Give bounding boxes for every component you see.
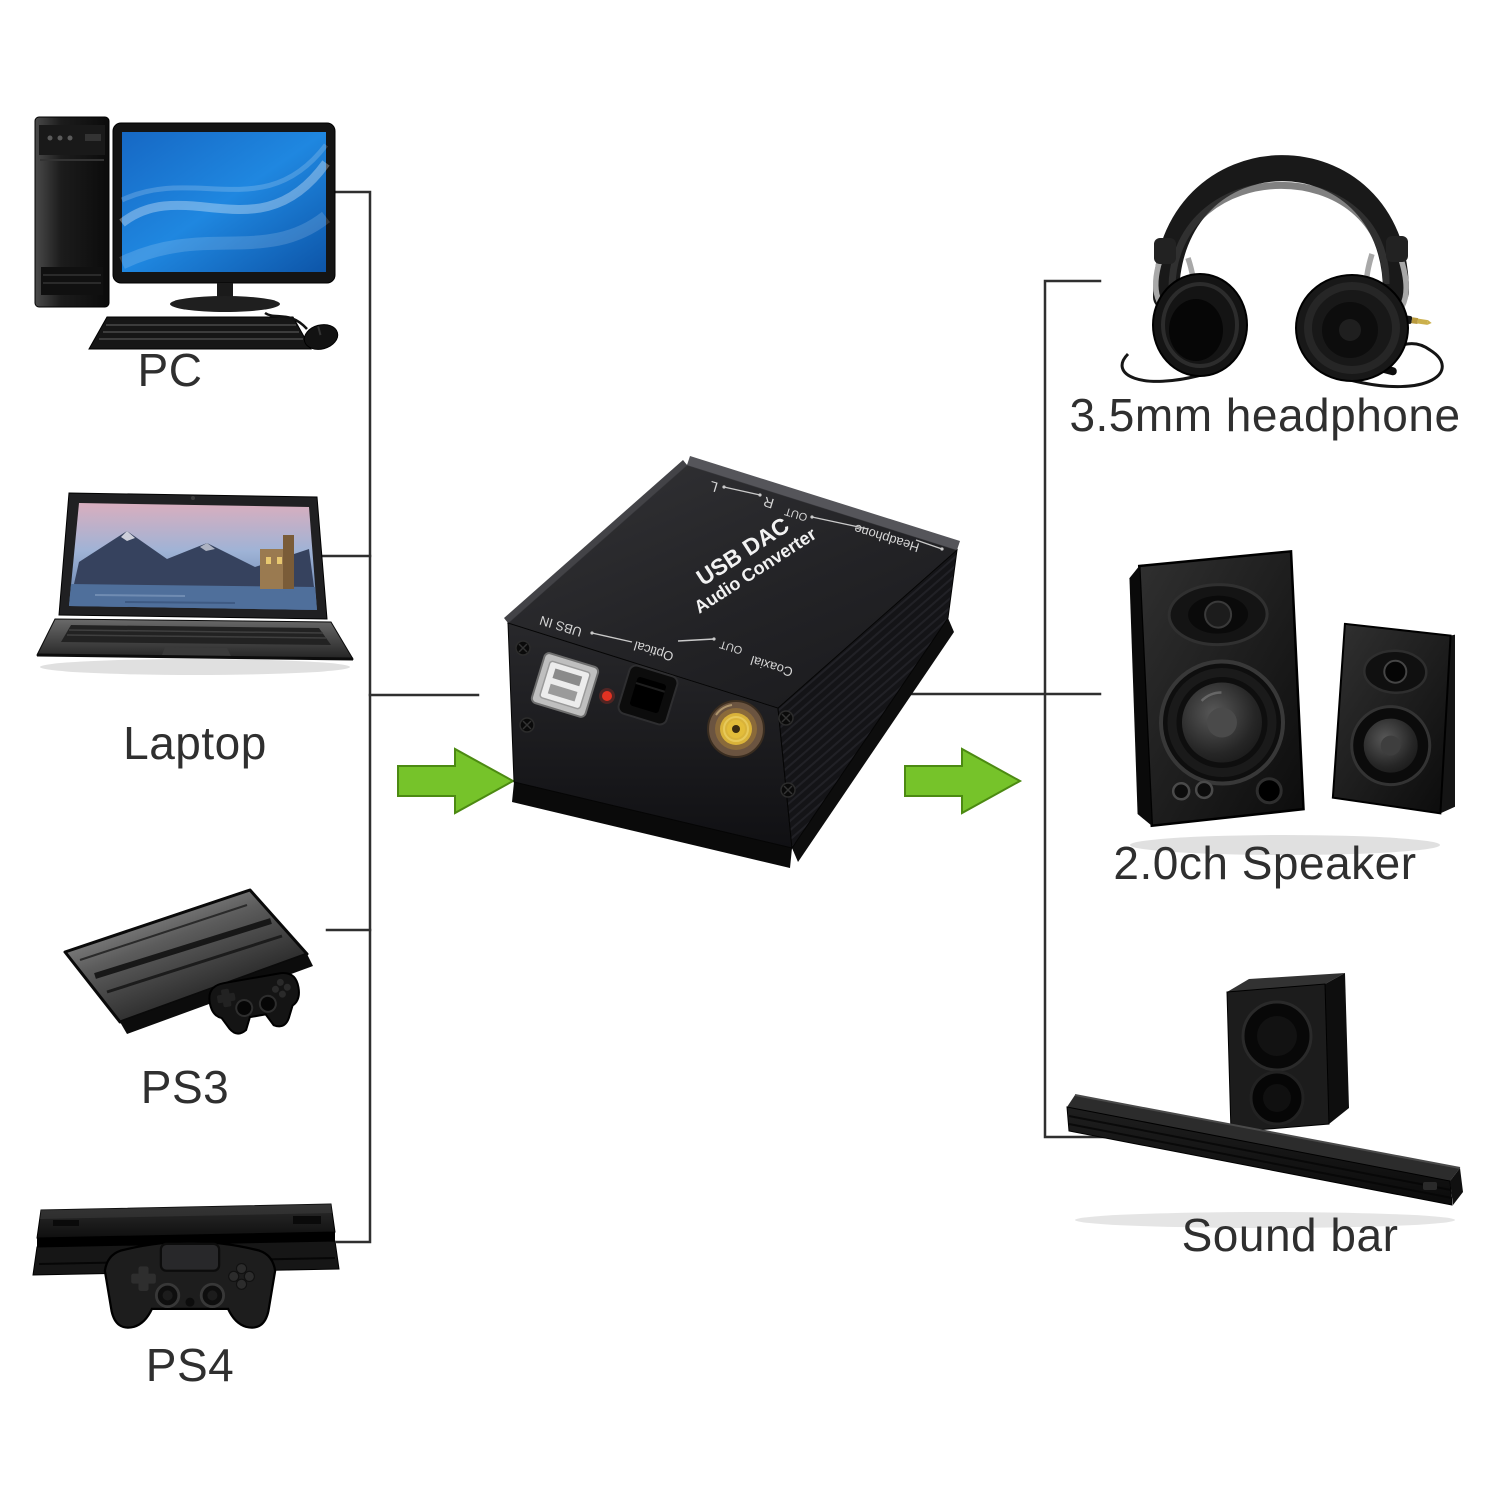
optical-port bbox=[617, 664, 679, 726]
dac-device-image: L R OUT Headphone USB DAC Audio Converte… bbox=[504, 456, 960, 868]
hinge-right bbox=[1386, 236, 1408, 262]
connector-line-group bbox=[320, 190, 1107, 1244]
left-bus-line bbox=[331, 190, 372, 1244]
soundbar-label: Sound bar bbox=[1181, 1209, 1399, 1261]
ps3-image bbox=[63, 888, 313, 1035]
screws bbox=[515, 640, 796, 798]
pc-image bbox=[34, 116, 339, 350]
speaker-left bbox=[1129, 549, 1305, 828]
headband bbox=[1153, 155, 1409, 310]
speaker-label: 2.0ch Speaker bbox=[1113, 837, 1417, 889]
channel-r-label: R bbox=[761, 494, 775, 512]
ps3-label: PS3 bbox=[140, 1061, 230, 1113]
silkscreen-lines-top bbox=[722, 485, 944, 551]
ps4-label: PS4 bbox=[145, 1339, 235, 1391]
laptop-label: Laptop bbox=[123, 717, 267, 769]
dac-side-face bbox=[777, 548, 958, 850]
soundbar-image bbox=[1066, 973, 1463, 1228]
bar bbox=[1066, 1094, 1463, 1206]
right-bus-line bbox=[1043, 279, 1107, 1139]
coaxial-port bbox=[707, 700, 765, 758]
ps3-controller bbox=[208, 972, 300, 1035]
pc-mouse bbox=[303, 324, 339, 350]
led-indicator bbox=[602, 691, 612, 701]
headphone-cable bbox=[1120, 352, 1206, 383]
headphone-label: 3.5mm headphone bbox=[1069, 389, 1461, 441]
usb-b-port bbox=[530, 652, 600, 718]
right-flow-arrow-icon bbox=[904, 747, 1023, 815]
speaker-right bbox=[1331, 622, 1455, 815]
laptop-image bbox=[36, 492, 354, 675]
pc-tower bbox=[34, 116, 110, 308]
hinge-left bbox=[1154, 238, 1176, 264]
left-flow-arrow-icon bbox=[397, 747, 516, 815]
subwoofer bbox=[1226, 973, 1349, 1133]
speaker-image bbox=[1129, 549, 1455, 855]
headphone-image bbox=[1120, 155, 1444, 389]
ps4-image bbox=[32, 1203, 340, 1329]
silkscreen-lines-front bbox=[590, 631, 716, 643]
pc-label: PC bbox=[137, 344, 203, 396]
ps4-controller bbox=[103, 1240, 277, 1329]
